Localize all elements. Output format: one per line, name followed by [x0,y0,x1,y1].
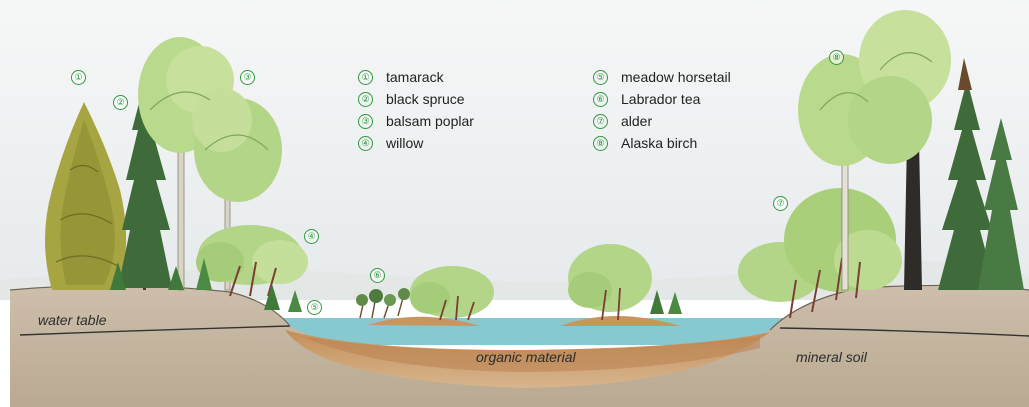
legend-item: ⑦ alder [593,110,731,132]
water-pond [270,318,790,345]
legend-item: ③ balsam poplar [358,110,474,132]
marker-meadow-horsetail: ⑤ [307,300,322,315]
legend-label: willow [386,135,423,151]
legend-item: ⑥ Labrador tea [593,88,731,110]
marker-black-spruce: ② [113,95,128,110]
legend-number: ⑤ [593,70,608,85]
marker-willow: ④ [304,229,319,244]
legend-number: ③ [358,114,373,129]
legend-column-left: ① tamarack ② black spruce ③ balsam poplar ④… [358,66,474,154]
legend-item: ⑤ meadow horsetail [593,66,731,88]
label-water-table: water table [38,312,106,328]
hummock-shrub-left [410,266,494,320]
marker-balsam-poplar: ③ [240,70,255,85]
label-mineral-soil: mineral soil [796,349,867,365]
legend-label: Alaska birch [621,135,697,151]
legend-item: ② black spruce [358,88,474,110]
legend-label: meadow horsetail [621,69,731,85]
legend-label: black spruce [386,91,465,107]
legend-item: ④ willow [358,132,474,154]
soil-mineral [10,285,1029,407]
marker-alaska-birch: ⑧ [829,50,844,65]
legend-number: ② [358,92,373,107]
legend-number: ⑦ [593,114,608,129]
legend-label: Labrador tea [621,91,700,107]
legend-number: ⑧ [593,136,608,151]
legend-number: ④ [358,136,373,151]
legend-label: balsam poplar [386,113,474,129]
legend-number: ⑥ [593,92,608,107]
legend-item: ⑧ Alaska birch [593,132,731,154]
legend-number: ① [358,70,373,85]
legend-column-right: ⑤ meadow horsetail ⑥ Labrador tea ⑦ alder ⑧… [593,66,731,154]
marker-alder: ⑦ [773,196,788,211]
marker-labrador-tea: ⑥ [370,268,385,283]
legend-label: alder [621,113,652,129]
legend-item: ① tamarack [358,66,474,88]
legend-label: tamarack [386,69,444,85]
marker-tamarack: ① [71,70,86,85]
label-organic-material: organic material [476,349,576,365]
